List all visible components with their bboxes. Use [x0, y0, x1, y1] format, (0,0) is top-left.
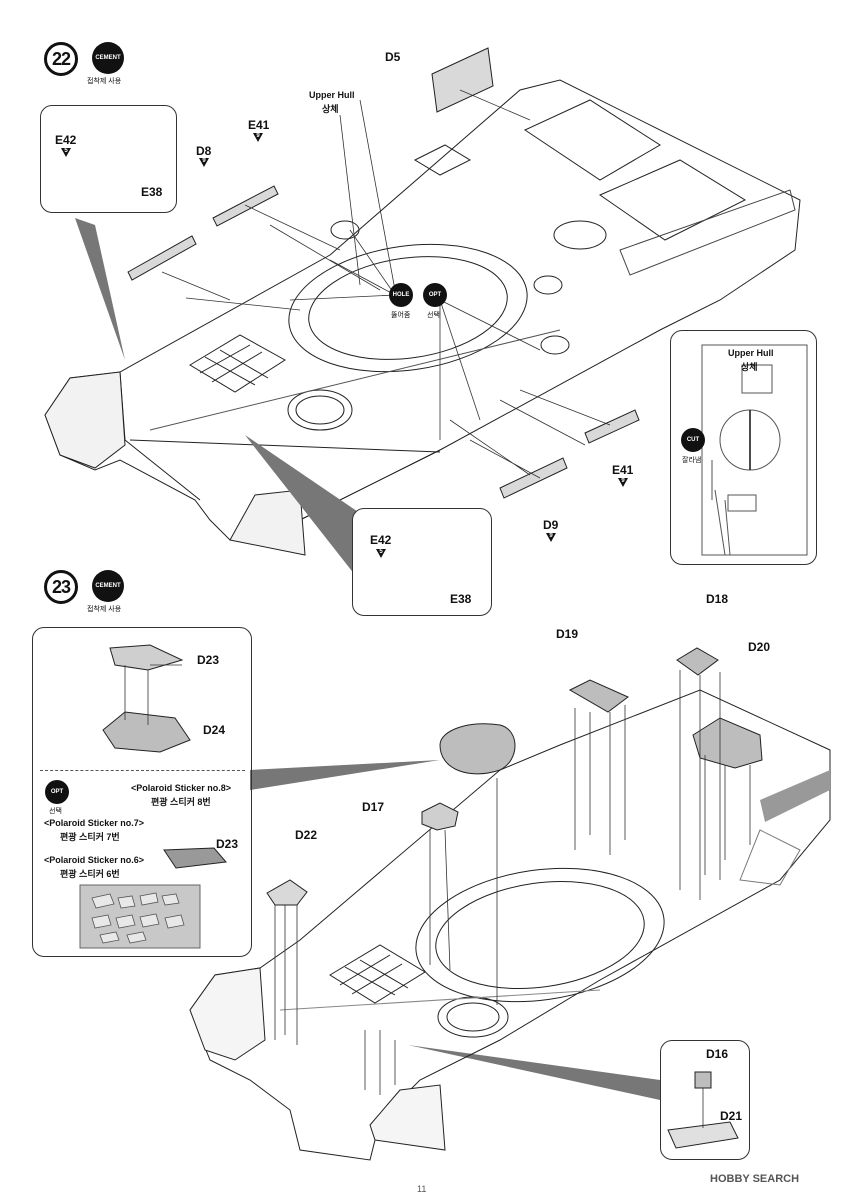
label-E42-bottom: E42	[370, 533, 392, 547]
turret-ring-outer	[288, 243, 528, 373]
upper-hull-label-ko: 상체	[322, 104, 339, 114]
inset-upper-hull-ko: 상체	[741, 362, 758, 372]
detail-box-e42-e38-bottom	[352, 508, 492, 616]
hatch-callout-shape	[439, 723, 516, 775]
detail-box-upper-hull-cut	[670, 330, 817, 565]
cement-icon: CEMENT	[92, 42, 124, 74]
sticker-divider	[40, 770, 245, 771]
detail-box-e42-e38-top	[40, 105, 177, 213]
opt-note-23: 선택	[49, 808, 62, 815]
qty-E41-top-icon: 9	[253, 133, 263, 142]
part-D9-plate	[499, 457, 568, 499]
opt-icon: OPT	[423, 283, 447, 307]
label-E42-top: E42	[55, 133, 77, 147]
inset-upper-hull-en: Upper Hull	[728, 348, 774, 358]
part-D17-shape	[421, 802, 459, 831]
label-D5: D5	[385, 50, 401, 64]
qty-D9-icon: 9	[546, 533, 556, 542]
page-number: 11	[417, 1184, 427, 1194]
label-D23-top: D23	[197, 653, 220, 667]
label-D16: D16	[706, 1047, 729, 1061]
part-D18-shape	[676, 647, 719, 676]
hole-icon: HOLE	[389, 283, 413, 307]
label-D18: D18	[706, 592, 729, 606]
label-D22: D22	[295, 828, 318, 842]
turret-ring-23	[415, 867, 665, 1003]
part-D8-plate	[127, 235, 197, 281]
label-D9: D9	[543, 518, 559, 532]
cement-icon-23: CEMENT	[92, 570, 124, 602]
sticker-8-en: <Polaroid Sticker no.8>	[131, 783, 232, 793]
qty-E41-right-icon: 9	[618, 478, 628, 487]
cement-note-23: 접착제 사용	[87, 606, 122, 613]
opt-icon-23: OPT	[45, 780, 69, 804]
part-E41-top-plate	[212, 185, 279, 227]
turret-ring-inner	[308, 256, 508, 360]
label-E38-bottom: E38	[450, 592, 472, 606]
part-D21-shape	[667, 1121, 739, 1149]
hole-note: 뚫어줌	[391, 312, 411, 319]
part-D22-shape	[266, 879, 308, 906]
cut-note: 잘라냄	[682, 457, 702, 464]
label-E41-right: E41	[612, 463, 634, 477]
qty-E42-top-icon: 5	[61, 148, 71, 157]
part-D19-shape	[568, 679, 629, 713]
qty-D8-icon: 9	[199, 158, 209, 167]
sticker-6-ko: 편광 스티커 6번	[60, 869, 120, 879]
opt-note: 선택	[427, 312, 440, 319]
label-E38-top: E38	[141, 185, 163, 199]
part-D5-plate	[431, 47, 494, 113]
upper-hull-label-en: Upper Hull	[309, 90, 355, 100]
label-D24: D24	[203, 723, 226, 737]
qty-E42-bottom-icon: 5	[376, 549, 386, 558]
cut-icon: CUT	[681, 428, 705, 452]
part-D20-shape	[692, 717, 763, 769]
upper-hull-outline-23	[189, 689, 831, 1161]
label-D23-bottom: D23	[216, 837, 239, 851]
detail-box-d23-d24	[32, 627, 252, 957]
sticker-7-en: <Polaroid Sticker no.7>	[44, 818, 145, 828]
sticker-6-en: <Polaroid Sticker no.6>	[44, 855, 145, 865]
detail-box-d16-d21	[660, 1040, 750, 1160]
label-D19: D19	[556, 627, 579, 641]
step-22-number: 22	[44, 42, 78, 76]
part-E41-right-plate	[584, 409, 640, 444]
sticker-8-ko: 편광 스티커 8번	[151, 797, 211, 807]
step-23-number: 23	[44, 570, 78, 604]
label-D17: D17	[362, 800, 385, 814]
label-D8: D8	[196, 144, 212, 158]
label-E41-top: E41	[248, 118, 270, 132]
sticker-7-ko: 편광 스티커 7번	[60, 832, 120, 842]
hobby-search-watermark: HOBBY SEARCH	[710, 1173, 800, 1185]
label-D21: D21	[720, 1109, 743, 1123]
upper-hull-outline	[44, 79, 801, 541]
label-D20: D20	[748, 640, 771, 654]
cement-note: 접착제 사용	[87, 78, 122, 85]
